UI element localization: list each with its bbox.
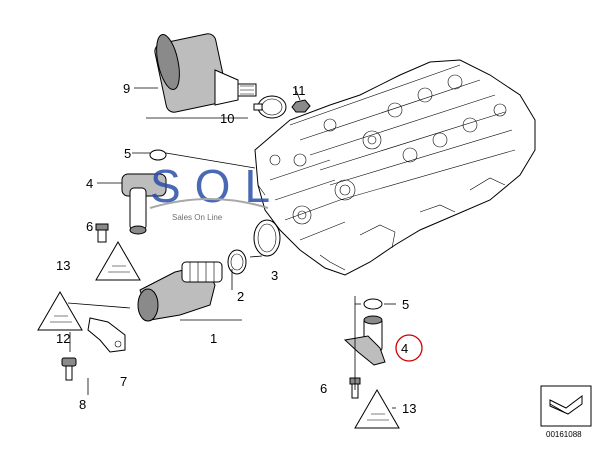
part-10-clamp xyxy=(253,95,287,119)
label-1: 1 xyxy=(210,331,217,346)
warning-triangle-12 xyxy=(37,291,83,331)
label-5-lower: 5 xyxy=(402,297,409,312)
highlight-circle xyxy=(395,334,423,362)
label-12: 12 xyxy=(56,331,70,346)
part-8-screw xyxy=(61,357,77,381)
part-1-solenoid-valve xyxy=(137,261,223,322)
watermark-swoosh xyxy=(149,198,269,209)
part-4-sensor-upper xyxy=(121,149,167,235)
label-7: 7 xyxy=(120,374,127,389)
label-10: 10 xyxy=(220,111,234,126)
label-4-upper: 4 xyxy=(86,176,93,191)
part-6-bolt-upper xyxy=(95,223,109,243)
diagram-code: 00161088 xyxy=(546,430,582,439)
part-11-nut xyxy=(291,99,311,113)
warning-triangle-upper xyxy=(95,241,141,281)
label-6-lower: 6 xyxy=(320,381,327,396)
watermark-brand: SOL xyxy=(150,160,284,212)
part-7-bracket xyxy=(87,317,126,353)
part-4-sensor-lower xyxy=(343,315,386,366)
label-2: 2 xyxy=(237,289,244,304)
label-4-lower: 4 xyxy=(401,341,408,356)
watermark-logo: SOL Sales On Line xyxy=(149,160,284,222)
part-5-oring-lower xyxy=(363,298,383,310)
warning-triangle-lower xyxy=(354,389,400,429)
label-11: 11 xyxy=(292,83,306,98)
label-13-lower: 13 xyxy=(402,401,416,416)
watermark-tagline: Sales On Line xyxy=(172,213,223,222)
label-3: 3 xyxy=(271,268,278,283)
label-8: 8 xyxy=(79,397,86,412)
label-6-upper: 6 xyxy=(86,219,93,234)
part-labels: 9 11 10 5 4 6 13 3 2 12 1 7 8 5 4 6 13 xyxy=(56,81,416,416)
label-5-upper: 5 xyxy=(124,146,131,161)
cylinder-head xyxy=(254,59,536,276)
part-2-seal xyxy=(227,249,247,275)
label-13-upper: 13 xyxy=(56,258,70,273)
orientation-arrow-icon xyxy=(549,395,583,415)
part-9-actuator xyxy=(154,33,257,113)
leader-lines xyxy=(67,87,396,409)
part-3-oring xyxy=(253,219,281,257)
label-9: 9 xyxy=(123,81,130,96)
orientation-box xyxy=(540,385,592,427)
